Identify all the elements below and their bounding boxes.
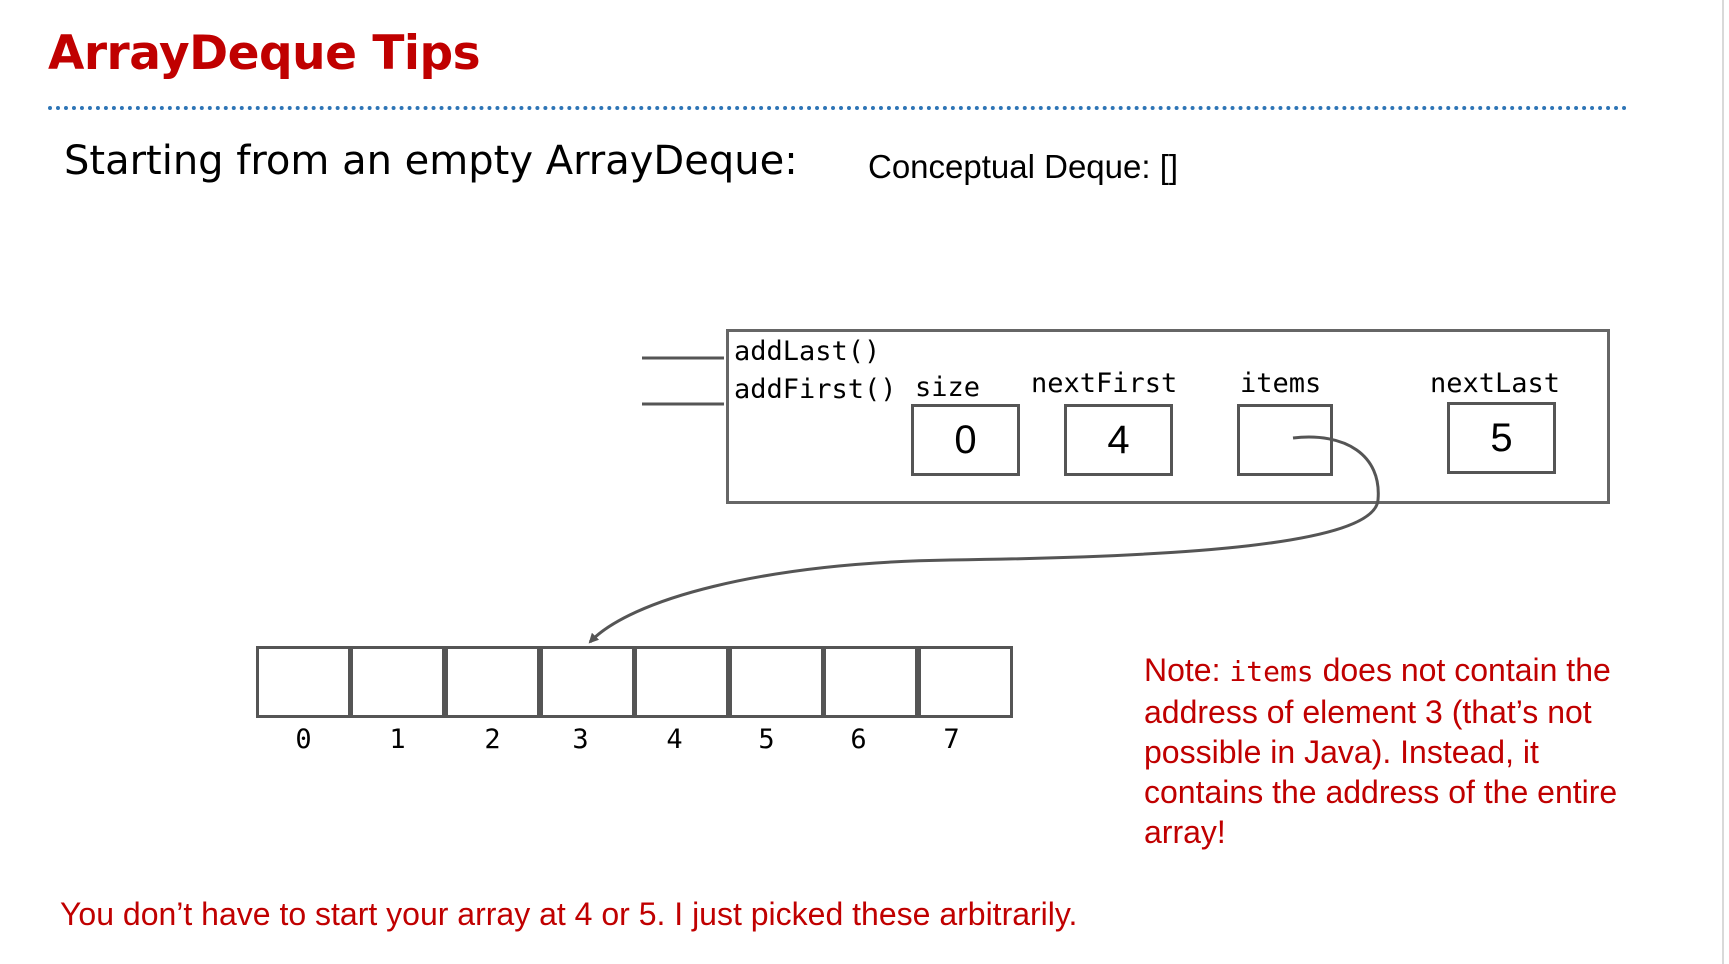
array-cell bbox=[634, 646, 729, 718]
field-box-nextlast: 5 bbox=[1447, 402, 1556, 474]
array-index: 6 bbox=[850, 724, 867, 755]
array-cell bbox=[918, 646, 1013, 718]
array-cell bbox=[350, 646, 445, 718]
slide-edge bbox=[1722, 0, 1724, 964]
array-cell bbox=[540, 646, 635, 718]
array-index: 0 bbox=[295, 724, 312, 755]
field-label-nextlast: nextLast bbox=[1430, 368, 1561, 399]
slide-title: ArrayDeque Tips bbox=[48, 26, 481, 81]
note-code: items bbox=[1229, 655, 1314, 688]
field-box-nextfirst: 4 bbox=[1064, 404, 1173, 476]
note-prefix: Note: bbox=[1144, 652, 1230, 688]
method-addlast: addLast() bbox=[734, 336, 881, 367]
title-divider bbox=[48, 106, 1628, 110]
footer-note: You don’t have to start your array at 4 … bbox=[60, 896, 1078, 932]
subtitle: Starting from an empty ArrayDeque: bbox=[64, 138, 798, 184]
field-label-nextfirst: nextFirst bbox=[1031, 368, 1178, 399]
array-index: 4 bbox=[666, 724, 683, 755]
method-addfirst: addFirst() bbox=[734, 374, 897, 405]
array-index: 1 bbox=[389, 724, 406, 755]
field-box-size: 0 bbox=[911, 404, 1020, 476]
array-index: 2 bbox=[484, 724, 501, 755]
field-box-items bbox=[1237, 404, 1333, 476]
array-cell bbox=[445, 646, 540, 718]
array-index: 5 bbox=[758, 724, 775, 755]
note-text: Note: items does not contain the address… bbox=[1144, 650, 1664, 852]
array-cell bbox=[256, 646, 351, 718]
note-suffix: does not contain the address of element … bbox=[1144, 652, 1618, 850]
conceptual-deque-label: Conceptual Deque: [] bbox=[868, 148, 1179, 185]
array-index: 7 bbox=[943, 724, 960, 755]
array-cell bbox=[729, 646, 824, 718]
field-label-items: items bbox=[1240, 368, 1322, 399]
array-index: 3 bbox=[572, 724, 589, 755]
field-label-size: size bbox=[915, 372, 981, 403]
array-cell bbox=[823, 646, 918, 718]
